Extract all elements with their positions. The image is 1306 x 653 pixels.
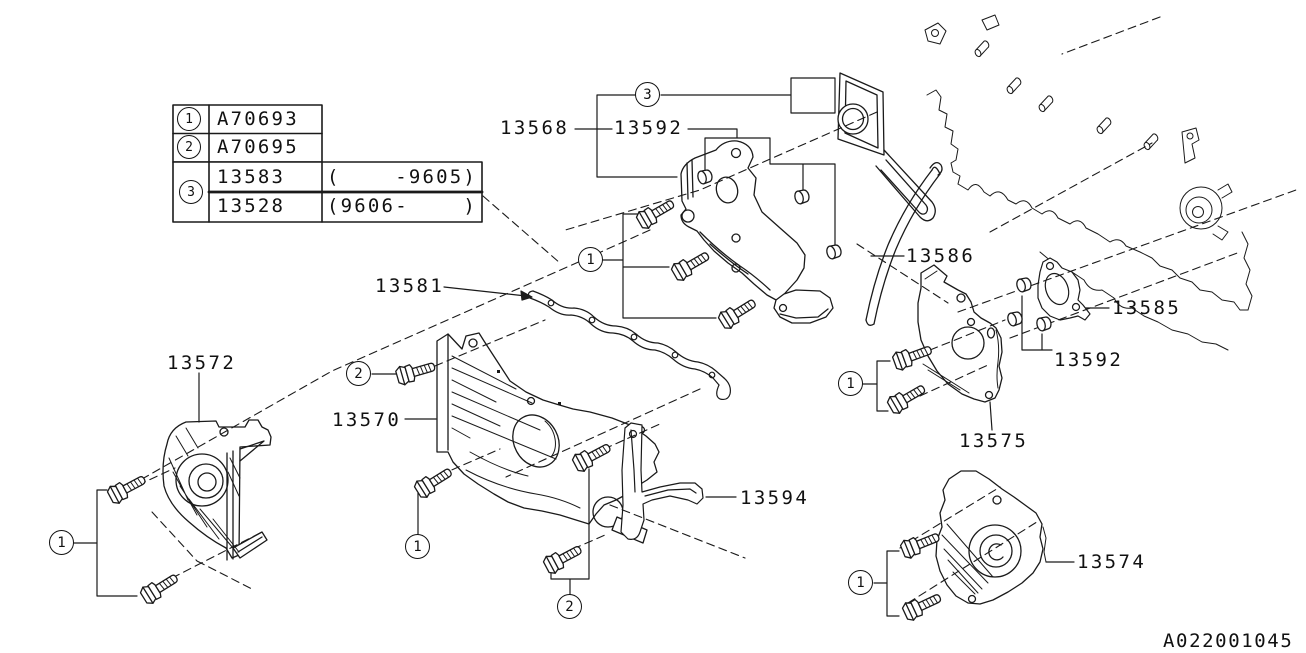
callout-2-left[interactable]: 2 — [346, 361, 371, 386]
legend-callout-3: 3 — [179, 180, 203, 204]
sealing-cover-13575 — [917, 264, 1003, 403]
part-label-13592-right[interactable]: 13592 — [1054, 349, 1124, 371]
callout-1-right[interactable]: 1 — [838, 371, 863, 396]
stud-icon — [971, 39, 993, 59]
bolt-icon — [105, 470, 150, 507]
part-label-13586[interactable]: 13586 — [906, 245, 976, 267]
bolt-icon — [137, 568, 183, 607]
timing-gasket-13581 — [527, 290, 731, 401]
stud-icon — [1035, 94, 1057, 114]
stud-icon — [1003, 76, 1025, 96]
timing-cover-rh-13574 — [935, 470, 1047, 605]
part-label-13592-top[interactable]: 13592 — [614, 117, 684, 139]
legend-range-13528: (9606- ) — [327, 195, 478, 217]
callout3-leader — [574, 77, 836, 178]
bolt-icon — [411, 462, 457, 501]
bolt-icon — [669, 246, 714, 284]
legend-callout-1: 1 — [177, 107, 201, 131]
gasket-13585 — [1037, 257, 1091, 321]
callout-1-mid[interactable]: 1 — [578, 247, 603, 272]
legend-part-a70695: A70695 — [217, 136, 299, 158]
diagram-code: A022001045 — [1163, 630, 1294, 652]
callout-1-bottom-left[interactable]: 1 — [49, 530, 74, 555]
bushing-icon — [1014, 276, 1034, 294]
engine-block-outline — [924, 14, 1253, 351]
legend-part-13583: 13583 — [217, 166, 286, 188]
callout-1-bottom-mid[interactable]: 1 — [405, 534, 430, 559]
bolt-icon — [885, 379, 930, 417]
part-label-13581[interactable]: 13581 — [375, 275, 445, 297]
legend-range-13583: ( -9605) — [327, 166, 478, 188]
callout-3-top[interactable]: 3 — [635, 82, 660, 107]
timing-cover-lh-13572 — [162, 419, 272, 561]
bolt-icon — [715, 293, 761, 332]
part-label-13575[interactable]: 13575 — [959, 430, 1029, 452]
bolt-icon — [634, 194, 679, 232]
part-label-13570[interactable]: 13570 — [332, 409, 402, 431]
belt-guide-13586 — [865, 161, 943, 326]
bolt-icon — [541, 540, 586, 577]
bushing-icon — [1034, 315, 1054, 333]
bolt-icon — [394, 356, 438, 387]
part-label-13594[interactable]: 13594 — [740, 487, 810, 509]
sealing-cover-13568 — [680, 140, 834, 324]
legend-part-13528: 13528 — [217, 195, 286, 217]
legend-part-a70693: A70693 — [217, 108, 299, 130]
part-label-13574[interactable]: 13574 — [1077, 551, 1147, 573]
cam-cover-gasket — [837, 72, 936, 222]
bushing-icon — [1005, 310, 1025, 328]
fasteners — [105, 168, 1054, 623]
stay-13594 — [620, 422, 704, 540]
callout-2-bottom-mid[interactable]: 2 — [557, 594, 582, 619]
callout-1-bottom-right[interactable]: 1 — [848, 570, 873, 595]
stud-icon — [1093, 116, 1115, 136]
part-label-13568[interactable]: 13568 — [500, 117, 570, 139]
bushing-icon — [792, 188, 812, 206]
part-label-13585[interactable]: 13585 — [1112, 297, 1182, 319]
leader-lines — [73, 128, 1110, 617]
legend-callout-2: 2 — [177, 135, 201, 159]
part-label-13572[interactable]: 13572 — [167, 352, 237, 374]
bushing-icon — [824, 243, 844, 261]
